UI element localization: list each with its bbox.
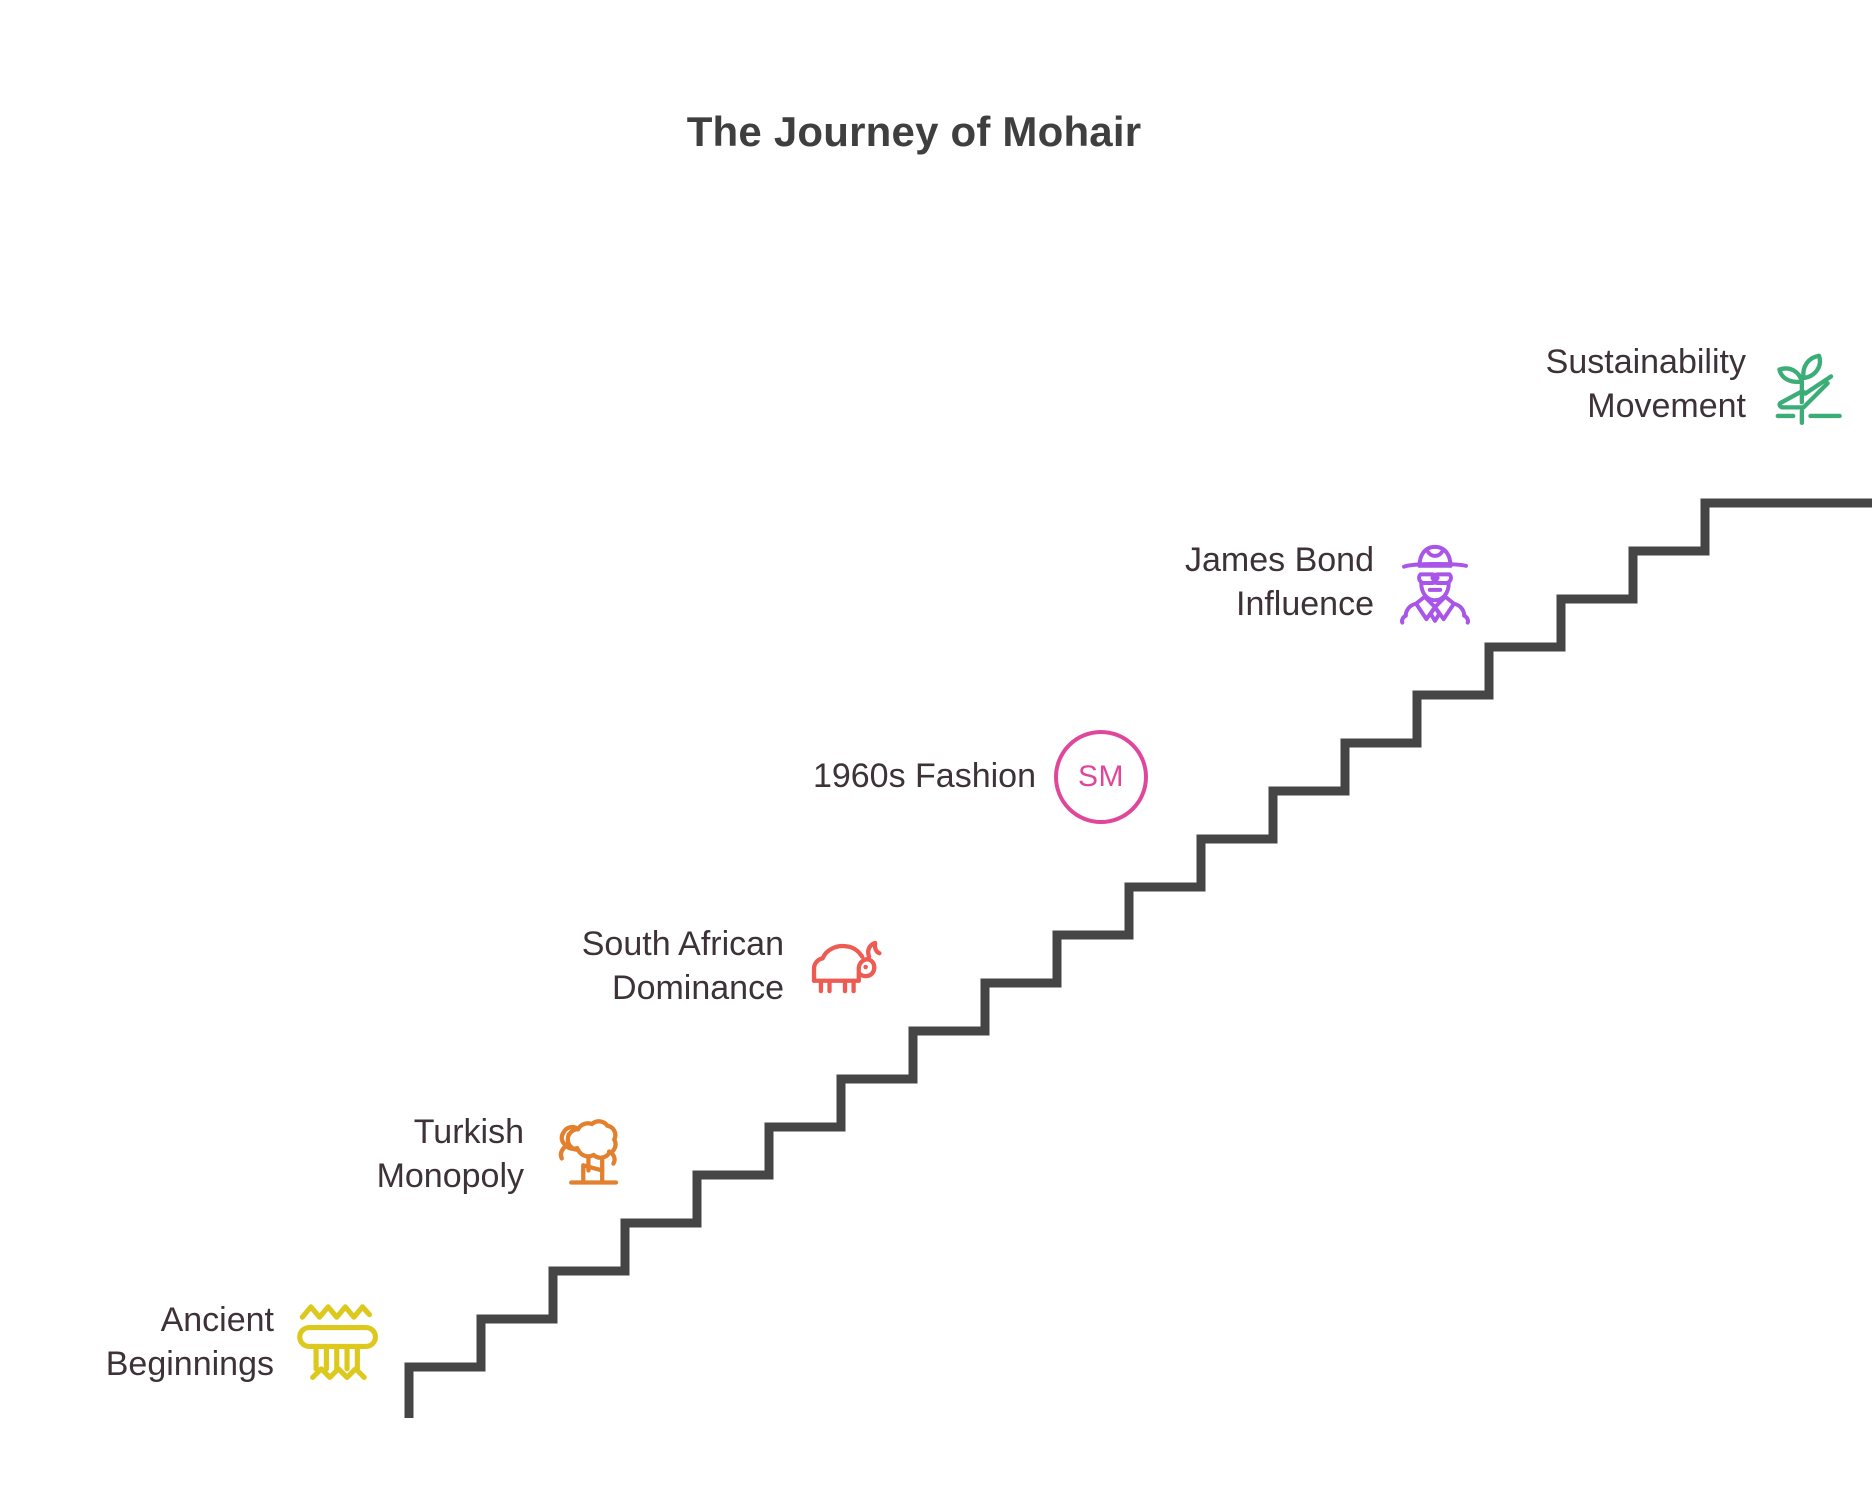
- page-title-text: The Journey of Mohair: [686, 108, 1142, 155]
- step-label-south-african-dominance: South African Dominance: [581, 925, 784, 1007]
- step-1960s-fashion[interactable]: 1960s Fashion SM: [790, 722, 1148, 832]
- step-south-african-dominance[interactable]: South African Dominance: [530, 912, 888, 1022]
- page-title: The Journey of Mohair: [0, 108, 1872, 156]
- step-james-bond-influence[interactable]: James Bond Influence: [1130, 528, 1478, 638]
- spy-detective-icon: [1400, 544, 1470, 625]
- step-ancient-beginnings[interactable]: Ancient Beginnings: [60, 1288, 378, 1398]
- step-sustainability-movement[interactable]: Sustainability Movement: [1430, 330, 1850, 440]
- goat-icon: [811, 940, 882, 994]
- sm-badge-icon: SM: [1054, 730, 1148, 824]
- angora-goat-icon: [558, 1119, 619, 1185]
- hand-sprout-icon: [1775, 353, 1842, 425]
- step-label-1960s-fashion: 1960s Fashion: [812, 757, 1036, 796]
- loom-comb-icon: [297, 1304, 378, 1380]
- staircase-path: [404, 498, 1872, 1418]
- step-label-turkish-monopoly: Turkish Monopoly: [376, 1113, 524, 1195]
- step-turkish-monopoly[interactable]: Turkish Monopoly: [310, 1100, 628, 1210]
- step-label-ancient-beginnings: Ancient Beginnings: [105, 1301, 274, 1383]
- sm-badge-text: SM: [1078, 760, 1124, 793]
- step-label-sustainability-movement: Sustainability Movement: [1545, 343, 1746, 425]
- step-label-james-bond-influence: James Bond Influence: [1185, 541, 1374, 623]
